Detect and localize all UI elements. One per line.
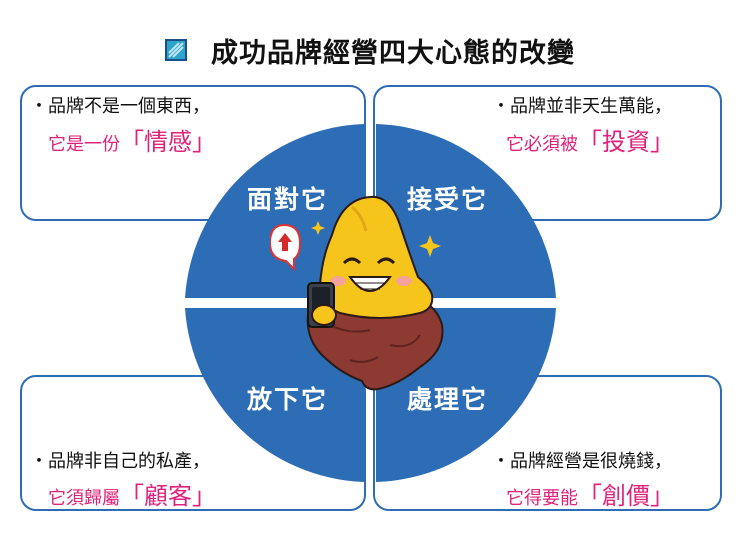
page-title: 成功品牌經營四大心態的改變 bbox=[211, 37, 575, 69]
label-accept-it: 接受它 bbox=[407, 185, 489, 214]
label-let-go: 放下它 bbox=[247, 385, 329, 414]
tl-keyword: 「情感」 bbox=[120, 128, 216, 156]
tl-line2: 它是一份「情感」 bbox=[48, 122, 216, 157]
label-face-it: 面對它 bbox=[247, 185, 329, 214]
label-handle-it: 處理它 bbox=[407, 385, 489, 414]
tr-line2-prefix: 它必須被 bbox=[506, 134, 578, 155]
tl-line1: ・品牌不是一個東西， bbox=[30, 96, 210, 117]
quadrant-top-left bbox=[185, 124, 364, 298]
bl-line2-prefix: 它須歸屬 bbox=[48, 488, 120, 509]
blue-square-icon bbox=[165, 39, 187, 61]
happy-mascot-with-phone-icon bbox=[270, 195, 444, 391]
tr-keyword: 「投資」 bbox=[578, 128, 674, 156]
up-arrow-icon bbox=[270, 223, 302, 272]
tr-line1: ・品牌並非天生萬能， bbox=[492, 96, 672, 117]
tr-line2: 它必須被「投資」 bbox=[506, 122, 674, 157]
br-line2-prefix: 它得要能 bbox=[506, 488, 578, 509]
tl-line2-prefix: 它是一份 bbox=[48, 134, 120, 155]
bl-line1: ・品牌非自己的私產， bbox=[30, 451, 210, 472]
br-line1: ・品牌經營是很燒錢， bbox=[492, 451, 672, 472]
quadrant-top-right bbox=[376, 124, 556, 298]
bl-line2: 它須歸屬「顧客」 bbox=[48, 476, 216, 511]
bl-keyword: 「顧客」 bbox=[120, 482, 216, 510]
br-line2: 它得要能「創價」 bbox=[506, 476, 674, 511]
br-keyword: 「創價」 bbox=[578, 482, 674, 510]
title-bar: 成功品牌經營四大心態的改變 bbox=[0, 30, 740, 70]
